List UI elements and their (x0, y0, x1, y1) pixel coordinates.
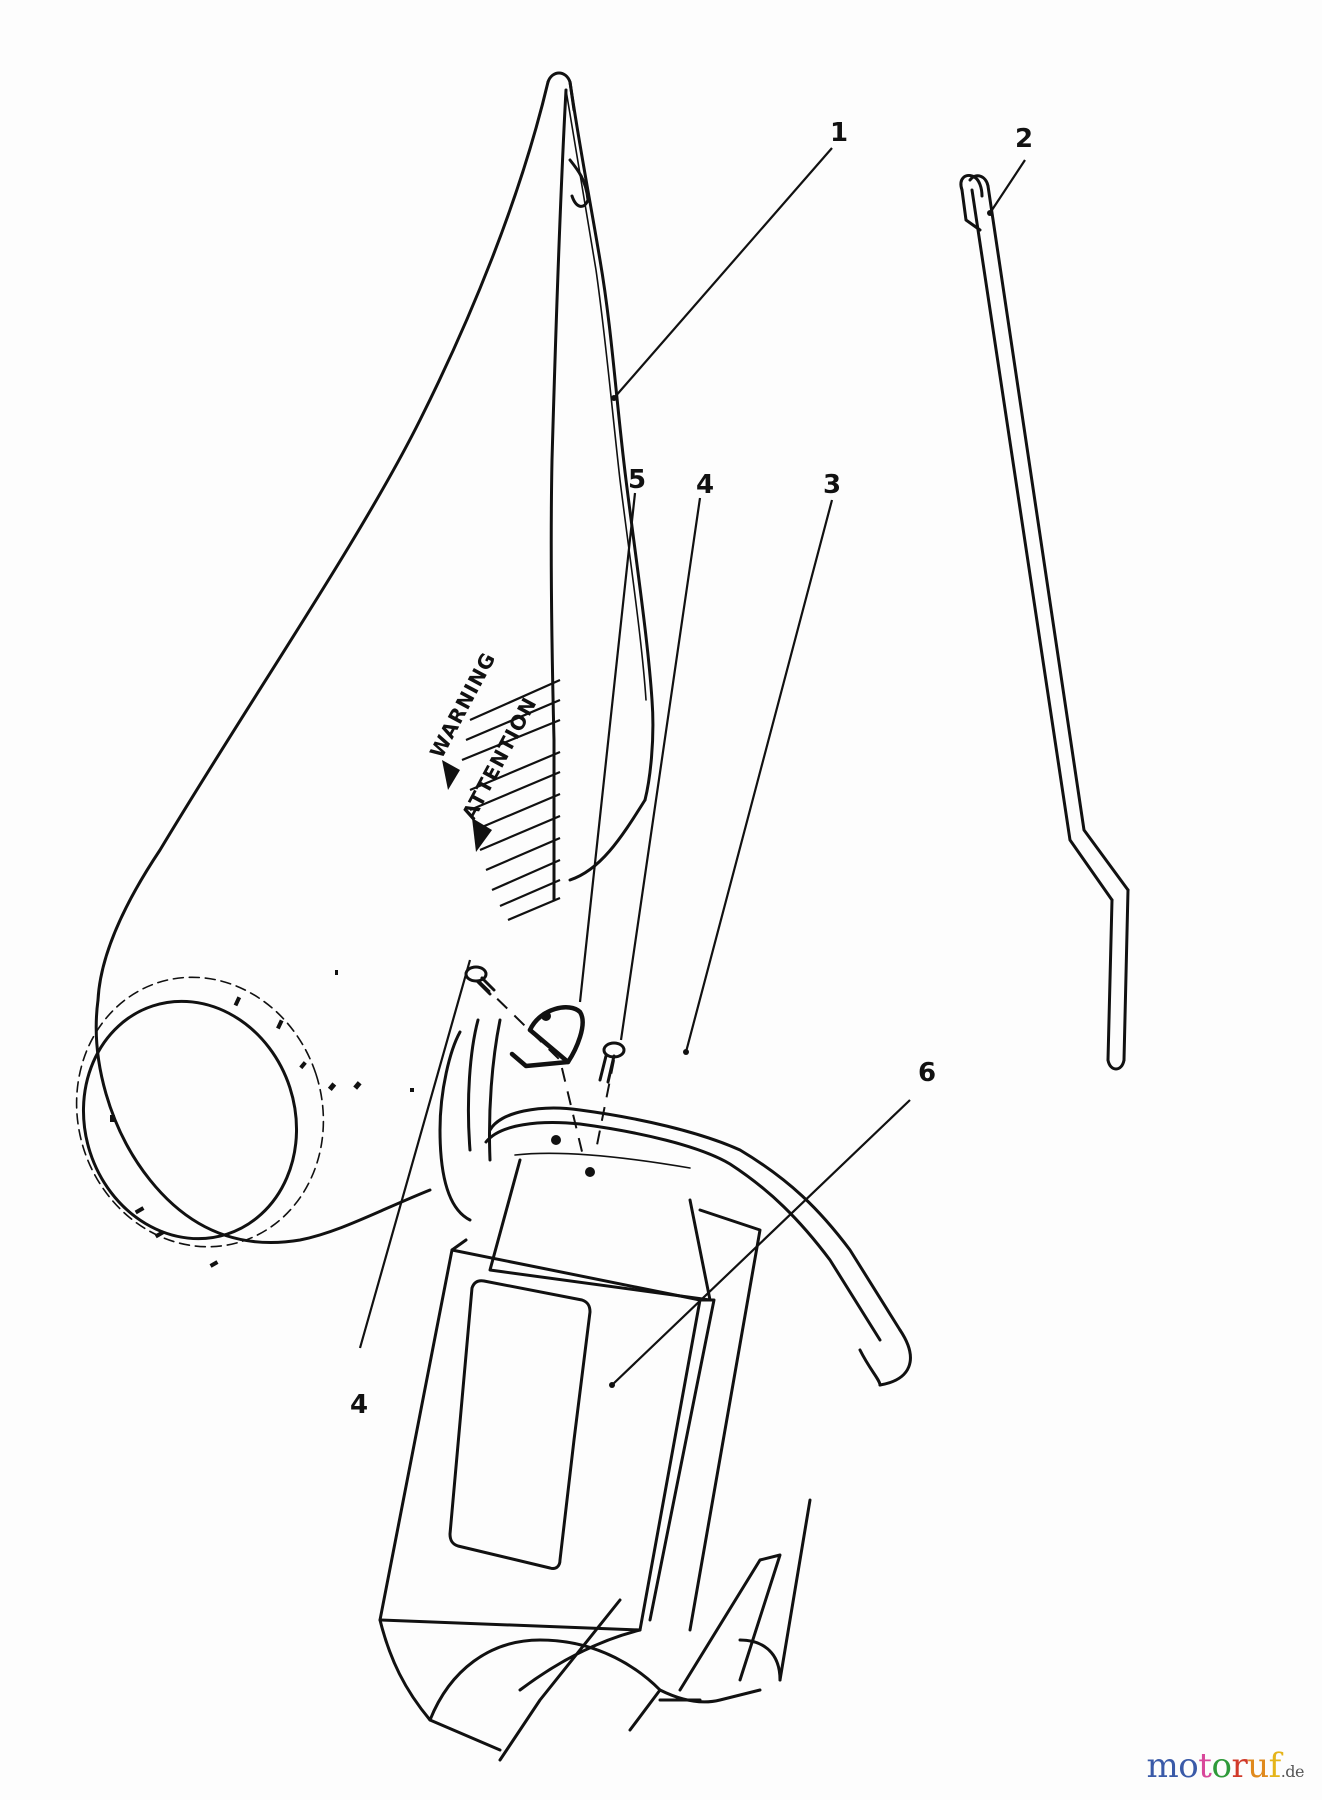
clip-part (438, 1005, 585, 1222)
watermark-letter: u (1247, 1746, 1269, 1786)
callout-4-bottom: 4 (350, 1390, 369, 1420)
bag-support-rod-part (959, 174, 1130, 1071)
callout-1: 1 (830, 118, 849, 148)
motoruf-watermark: motoruf.de (1146, 1746, 1305, 1786)
leader-lines (358, 147, 1026, 1388)
watermark-letter: t (1198, 1746, 1212, 1786)
bag-part (75, 71, 655, 1268)
warning-decal-hatch (442, 678, 561, 922)
callout-5: 5 (628, 465, 647, 495)
watermark-letter: r (1231, 1746, 1248, 1786)
callout-4-top: 4 (696, 470, 715, 500)
callout-6: 6 (918, 1058, 937, 1088)
callout-2: 2 (1015, 124, 1034, 154)
callout-3: 3 (823, 470, 842, 500)
decal-part (448, 1279, 592, 1570)
watermark-letter: o (1178, 1746, 1199, 1786)
watermark-letter: m (1146, 1746, 1179, 1786)
watermark-suffix: .de (1280, 1762, 1305, 1781)
watermark-letter: o (1211, 1746, 1232, 1786)
watermark-letter: f (1268, 1746, 1282, 1786)
